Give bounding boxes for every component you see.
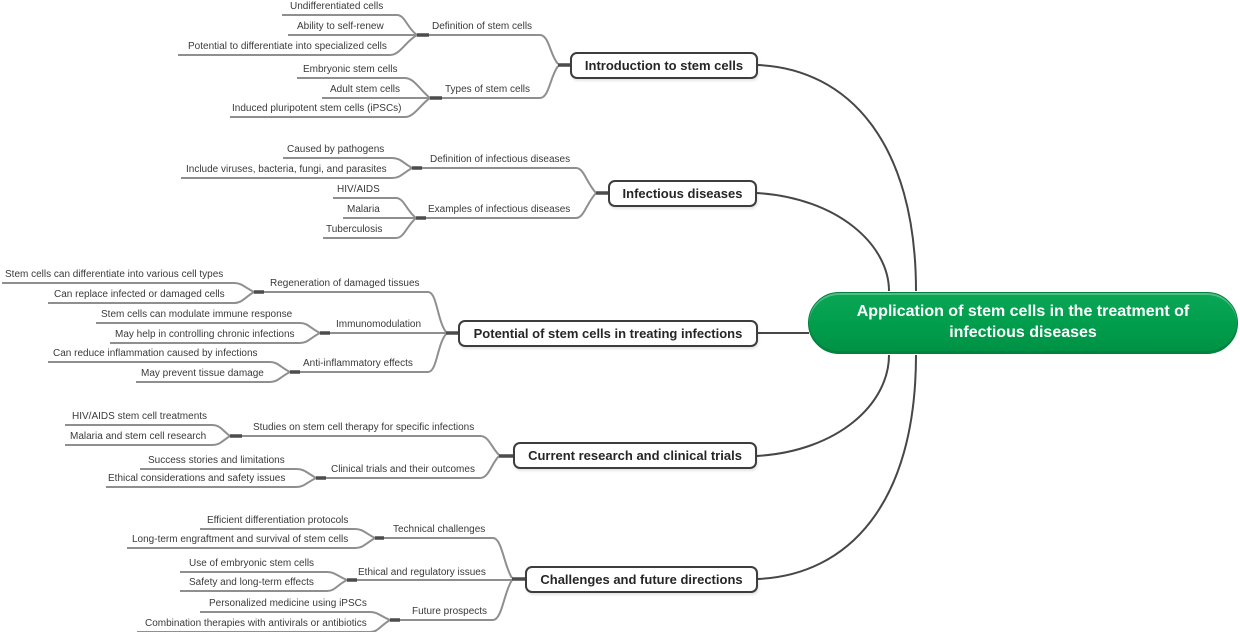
branch-topic-introduction[interactable]: Introduction to stem cells	[570, 52, 758, 79]
leaf-label[interactable]: Potential to differentiate into speciali…	[188, 41, 387, 52]
subtopic-label[interactable]: Immunomodulation	[336, 319, 422, 330]
leaf-label[interactable]: Can replace infected or damaged cells	[54, 289, 225, 300]
leaf-label[interactable]: May help in controlling chronic infectio…	[115, 329, 295, 340]
subtopic-label[interactable]: Technical challenges	[393, 524, 486, 535]
leaf-label[interactable]: Use of embryonic stem cells	[189, 558, 315, 569]
subtopic-label[interactable]: Regeneration of damaged tissues	[270, 278, 420, 289]
subtopic-label[interactable]: Clinical trials and their outcomes	[331, 464, 475, 475]
branch-topic-infectious-diseases[interactable]: Infectious diseases	[608, 180, 757, 207]
leaf-label[interactable]: Efficient differentiation protocols	[207, 515, 349, 526]
leaf-label[interactable]: Include viruses, bacteria, fungi, and pa…	[186, 164, 387, 175]
branch-topic-potential[interactable]: Potential of stem cells in treating infe…	[458, 320, 758, 347]
subtopic-label[interactable]: Studies on stem cell therapy for specifi…	[253, 422, 475, 433]
subtopic-label[interactable]: Anti-inflammatory effects	[303, 358, 413, 369]
leaf-label[interactable]: Malaria	[347, 204, 380, 215]
leaf-label[interactable]: Safety and long-term effects	[189, 577, 314, 588]
leaf-label[interactable]: Embryonic stem cells	[303, 64, 398, 75]
leaf-label[interactable]: Long-term engraftment and survival of st…	[132, 534, 349, 545]
leaf-label[interactable]: Tuberculosis	[326, 224, 383, 235]
central-topic-node[interactable]: Application of stem cells in the treatme…	[808, 292, 1238, 354]
leaf-label[interactable]: Stem cells can differentiate into variou…	[5, 269, 224, 280]
branch-topic-challenges[interactable]: Challenges and future directions	[525, 566, 758, 593]
leaf-label[interactable]: May prevent tissue damage	[141, 368, 264, 379]
leaf-label[interactable]: Ability to self-renew	[297, 21, 384, 32]
leaf-label[interactable]: Ethical considerations and safety issues	[108, 473, 286, 484]
branch-topic-research[interactable]: Current research and clinical trials	[513, 442, 757, 469]
leaf-label[interactable]: Caused by pathogens	[287, 144, 385, 155]
leaf-label[interactable]: Adult stem cells	[330, 84, 401, 95]
subtopic-label[interactable]: Definition of infectious diseases	[430, 154, 571, 165]
leaf-label[interactable]: Stem cells can modulate immune response	[101, 309, 293, 320]
leaf-label[interactable]: Undifferentiated cells	[290, 1, 384, 12]
leaf-label[interactable]: HIV/AIDS	[337, 184, 380, 195]
subtopic-label[interactable]: Future prospects	[412, 606, 488, 617]
leaf-label[interactable]: Combination therapies with antivirals or…	[145, 618, 367, 629]
subtopic-label[interactable]: Types of stem cells	[445, 84, 531, 95]
leaf-label[interactable]: Personalized medicine using iPSCs	[209, 598, 367, 609]
subtopic-label[interactable]: Ethical and regulatory issues	[358, 567, 486, 578]
leaf-label[interactable]: Success stories and limitations	[148, 455, 285, 466]
subtopic-label[interactable]: Examples of infectious diseases	[428, 204, 571, 215]
leaf-label[interactable]: HIV/AIDS stem cell treatments	[72, 411, 208, 422]
subtopic-label[interactable]: Definition of stem cells	[432, 21, 533, 32]
leaf-label[interactable]: Induced pluripotent stem cells (iPSCs)	[232, 103, 402, 114]
leaf-label[interactable]: Can reduce inflammation caused by infect…	[53, 348, 258, 359]
leaf-label[interactable]: Malaria and stem cell research	[70, 431, 207, 442]
